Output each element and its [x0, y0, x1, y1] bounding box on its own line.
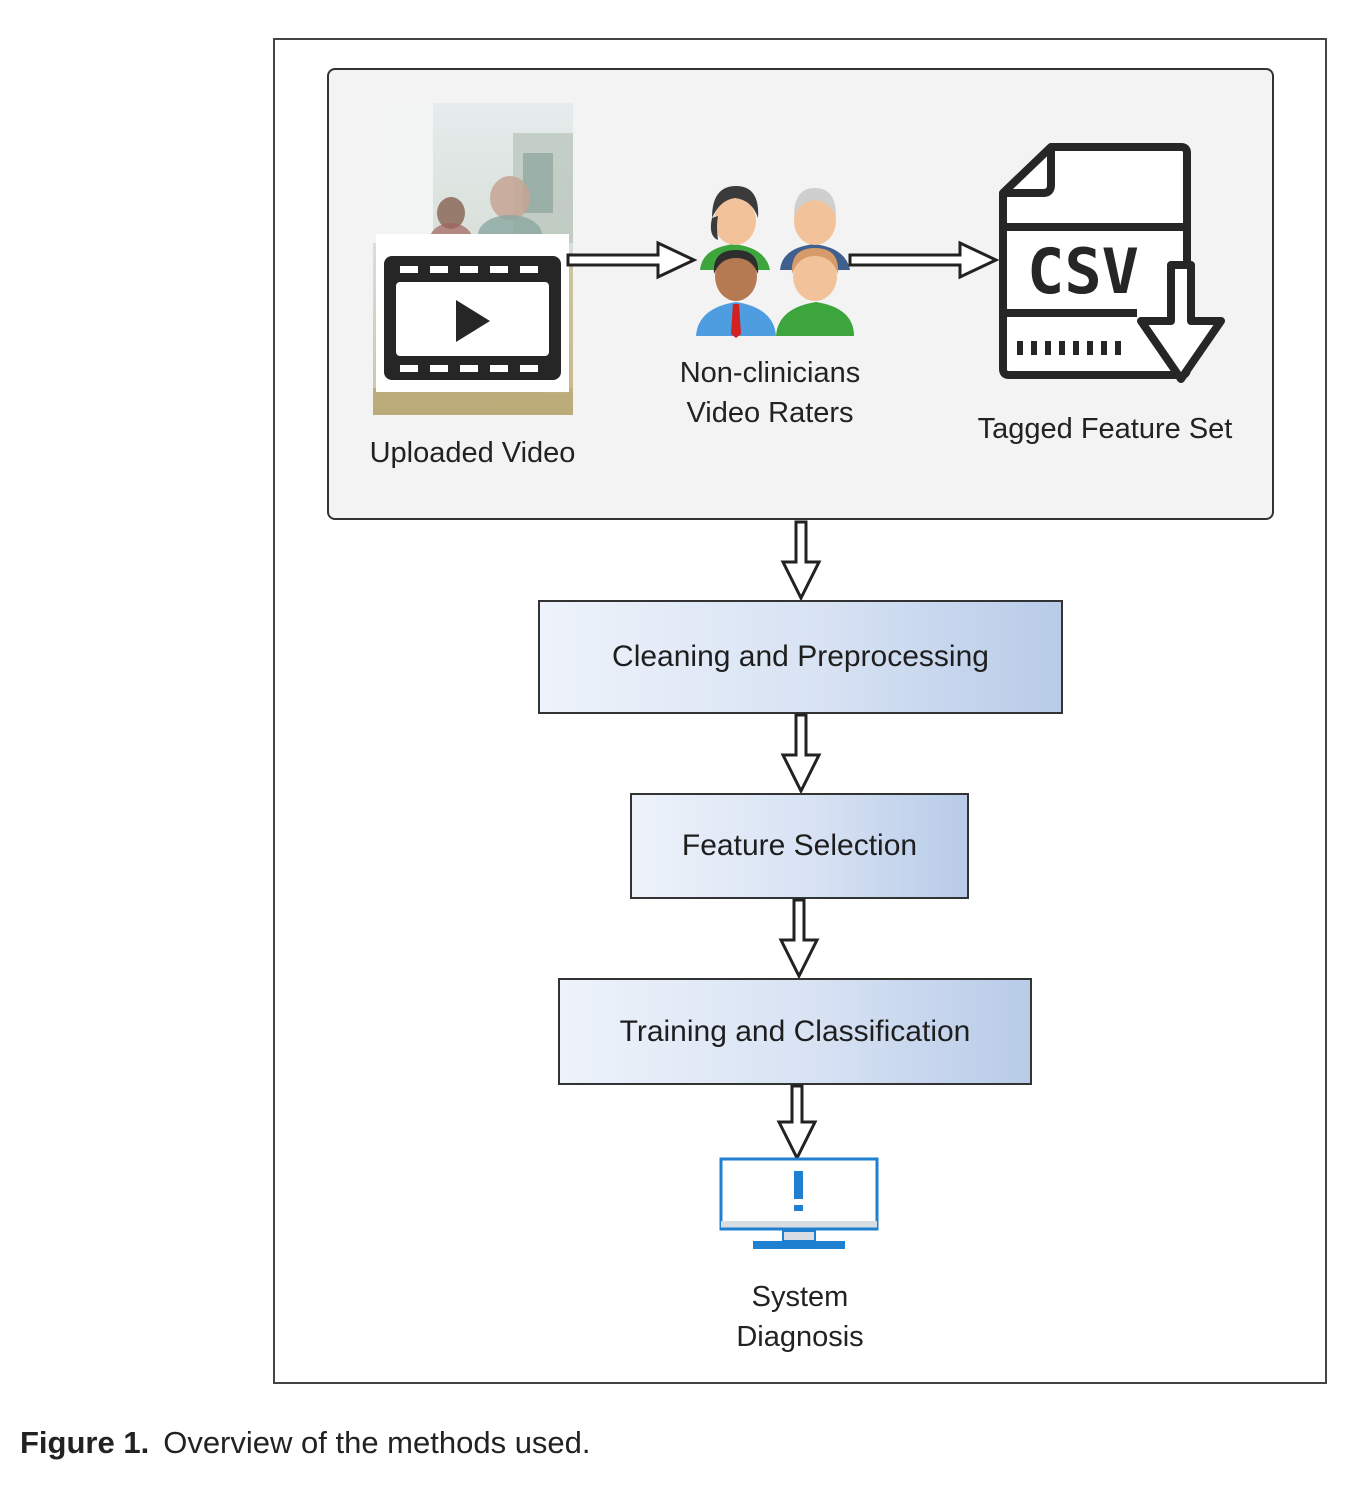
caption-text: Overview of the methods used. [163, 1425, 591, 1460]
step-cleaning-preprocessing: Cleaning and Preprocessing [538, 600, 1063, 714]
diagnosis-label-line2: Diagnosis [736, 1321, 864, 1353]
arrow-raters-to-csv [848, 240, 1000, 280]
step-training-label: Training and Classification [619, 1014, 971, 1048]
raters-label-line2: Video Raters [686, 397, 854, 429]
arrow-video-to-raters [566, 240, 698, 280]
figure-number: Figure 1. [20, 1425, 150, 1460]
csv-icon-text: CSV [1027, 235, 1139, 308]
figure-caption: Figure 1. Overview of the methods used. [20, 1425, 591, 1461]
uploaded-video-label: Uploaded Video [369, 437, 576, 469]
step-cleaning-label: Cleaning and Preprocessing [612, 640, 989, 673]
arrow-training-to-diagnosis [776, 1084, 818, 1162]
monitor-alert-icon [719, 1157, 879, 1249]
csv-file-download-icon: CSV [999, 143, 1225, 383]
feature-set-label: Tagged Feature Set [977, 413, 1233, 445]
step-selection-label: Feature Selection [681, 829, 918, 862]
arrow-selection-to-training [778, 898, 820, 980]
arrow-cleaning-to-selection [780, 713, 822, 795]
step-training-classification: Training and Classification [558, 978, 1032, 1085]
step-feature-selection: Feature Selection [630, 793, 969, 899]
raters-label-line1: Non-clinicians [679, 357, 861, 389]
people-group-icon [696, 186, 854, 338]
video-play-icon [376, 234, 569, 392]
diagnosis-label-line1: System [751, 1281, 849, 1313]
arrow-panel-to-cleaning [780, 520, 822, 602]
